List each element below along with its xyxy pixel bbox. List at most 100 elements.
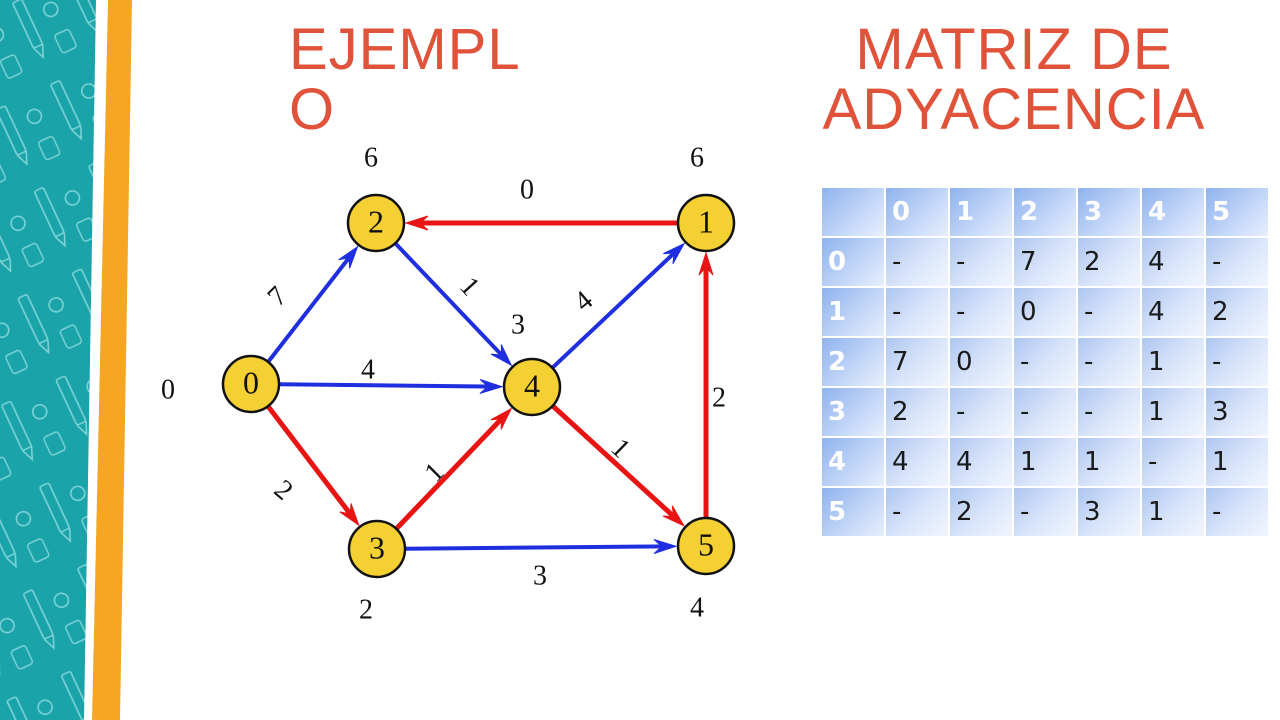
- matrix-cell: 1: [1206, 438, 1268, 486]
- edge-2-4: 1: [393, 241, 513, 367]
- node-label: 0: [243, 364, 259, 400]
- node-label: 5: [698, 526, 714, 562]
- matrix-row-header: 3: [822, 388, 884, 436]
- node-circle: [502, 357, 562, 417]
- edge-3-4: 1: [394, 407, 513, 531]
- matrix-cell: -: [1014, 388, 1076, 436]
- matrix-cell: 2: [950, 488, 1012, 536]
- edge-line: [266, 250, 356, 364]
- node-circle: [346, 193, 406, 253]
- white-gap: [84, 0, 108, 720]
- matrix-cell: 0: [950, 338, 1012, 386]
- node-0: 00: [161, 354, 281, 414]
- edge-4-5: 1: [550, 404, 686, 527]
- node-circle: [676, 516, 736, 576]
- node-label: 2: [368, 203, 384, 239]
- matrix-cell: -: [886, 238, 948, 286]
- matrix-cell: 0: [1014, 288, 1076, 336]
- arrow-head-icon: [653, 538, 678, 554]
- pattern-overlay: [0, 0, 108, 720]
- edge-weight: 1: [419, 457, 451, 489]
- arrow-head-icon: [404, 215, 429, 231]
- matrix-row-header: 4: [822, 438, 884, 486]
- edge-4-1: 4: [551, 242, 686, 370]
- matrix-row-header: 1: [822, 288, 884, 336]
- node-distance: 2: [359, 594, 373, 625]
- node-4: 43: [502, 309, 562, 417]
- edge-line: [404, 544, 671, 551]
- matrix-cell: 2: [1078, 238, 1140, 286]
- edge-weight: 2: [268, 474, 299, 507]
- node-distance: 4: [690, 592, 704, 623]
- matrix-column-header: 2: [1014, 188, 1076, 236]
- matrix-cell: -: [1014, 338, 1076, 386]
- edge-weight: 1: [453, 271, 485, 302]
- matrix-cell: -: [1206, 338, 1268, 386]
- matrix-cell: 1: [1142, 338, 1204, 386]
- arrow-head-icon: [339, 503, 360, 527]
- matrix-column-header: 3: [1078, 188, 1140, 236]
- matrix-column-header: 1: [950, 188, 1012, 236]
- arrow-head-icon: [662, 505, 686, 527]
- matrix-cell: -: [1206, 238, 1268, 286]
- matrix-corner-cell: [822, 188, 884, 236]
- edge-line: [550, 404, 682, 524]
- matrix-title: MATRIZ DE ADYACENCIA: [822, 17, 1206, 142]
- orange-stripe: [72, 0, 132, 720]
- matrix-cell: 1: [1014, 438, 1076, 486]
- matrix-cell: -: [950, 388, 1012, 436]
- side-decoration: [0, 0, 132, 720]
- matrix-row-header: 0: [822, 238, 884, 286]
- edge-line: [394, 411, 509, 531]
- matrix-cell: 7: [886, 338, 948, 386]
- matrix-column-header: 5: [1206, 188, 1268, 236]
- node-distance: 6: [690, 142, 704, 173]
- matrix-column-header: 4: [1142, 188, 1204, 236]
- edge-weight: 0: [520, 174, 534, 205]
- edge-0-3: 2: [266, 404, 360, 527]
- matrix-cell: -: [886, 288, 948, 336]
- edge-weight: 2: [712, 382, 726, 413]
- matrix-cell: 2: [1206, 288, 1268, 336]
- arrow-head-icon: [490, 407, 513, 430]
- edge-line: [278, 382, 497, 389]
- matrix-cell: 3: [1078, 488, 1140, 536]
- matrix-cell: 2: [886, 388, 948, 436]
- matrix-cell: -: [950, 238, 1012, 286]
- edge-1-2: 0: [404, 174, 678, 231]
- matrix-cell: -: [1078, 388, 1140, 436]
- edge-weight: 4: [361, 354, 375, 385]
- edge-weight: 3: [533, 560, 547, 591]
- arrow-head-icon: [479, 378, 504, 394]
- node-distance: 6: [364, 142, 378, 173]
- matrix-cell: 1: [1142, 388, 1204, 436]
- node-distance: 3: [511, 309, 525, 340]
- edge-3-5: 3: [404, 538, 678, 591]
- edge-weight: 4: [568, 285, 599, 318]
- node-label: 3: [369, 529, 385, 565]
- node-1: 16: [676, 142, 736, 253]
- example-title: EJEMPL O: [289, 17, 521, 142]
- matrix-cell: 7: [1014, 238, 1076, 286]
- matrix-row-header: 2: [822, 338, 884, 386]
- node-circle: [221, 354, 281, 414]
- matrix-cell: 4: [886, 438, 948, 486]
- matrix-cell: -: [950, 288, 1012, 336]
- matrix-cell: 4: [1142, 238, 1204, 286]
- matrix-cell: 4: [1142, 288, 1204, 336]
- edge-0-2: 7: [262, 245, 359, 364]
- edge-line: [393, 241, 509, 363]
- node-distance: 0: [161, 374, 175, 405]
- node-circle: [347, 519, 407, 579]
- matrix-cell: -: [1078, 338, 1140, 386]
- matrix-cell: 3: [1206, 388, 1268, 436]
- matrix-cell: -: [1078, 288, 1140, 336]
